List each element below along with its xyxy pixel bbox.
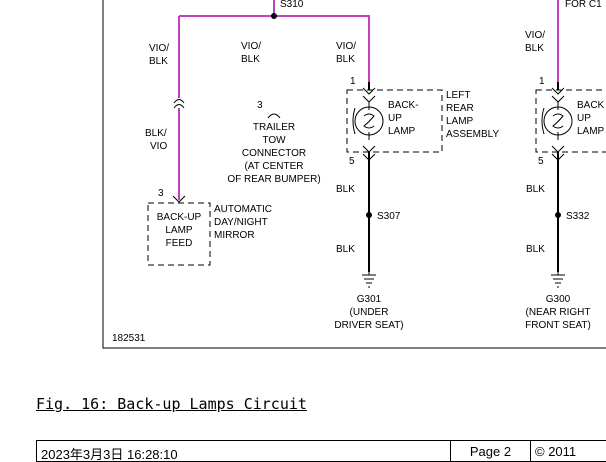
mirror-box-l3: FEED [166, 238, 193, 249]
left-lamp-box-l1: BACK- [388, 100, 419, 111]
right-lamp-pin-bottom: 5 [538, 156, 544, 167]
figure-caption: Fig. 16: Back-up Lamps Circuit [36, 395, 307, 413]
mirror-box-l1: BACK-UP [157, 212, 202, 223]
splice-s310-dot [271, 13, 277, 19]
trailer-label-l4: (AT CENTER [244, 161, 303, 172]
wire-vio-blk-3-l1: VIO/ [336, 41, 356, 52]
left-lamp-label-l4: ASSEMBLY [446, 129, 499, 140]
left-lamp-label-l2: REAR [446, 103, 474, 114]
footer-page-number: Page 2 [451, 441, 531, 461]
back-up-lamps-circuit-diagram: S310 FOR C1 VIO/ BLK VIO/ BLK VIO/ BLK V… [102, 0, 606, 349]
left-lamp-box-l3: LAMP [388, 126, 416, 137]
left-filament-icon [363, 102, 375, 140]
left-lamp-pin-bottom: 5 [349, 156, 355, 167]
trailer-label-l5: OF REAR BUMPER) [227, 174, 320, 185]
diagram-frame [102, 0, 606, 349]
for-c-partial-label: FOR C1 [565, 0, 602, 10]
connector-upper-chevron [173, 99, 185, 104]
trailer-label-l2: TOW [262, 135, 286, 146]
ground-g300-l3: FRONT SEAT) [525, 320, 591, 331]
wire-vio-blk-1-l1: VIO/ [149, 43, 169, 54]
mirror-dashed-box [147, 202, 211, 266]
left-lamp-label-l3: LAMP [446, 116, 474, 127]
ground-g300-l2: (NEAR RIGHT [526, 307, 591, 318]
wire-vio-blk-4-l2: BLK [525, 43, 544, 54]
ground-stems [368, 272, 559, 275]
vio-blk-top-bus [179, 15, 370, 82]
ground-g301-l3: DRIVER SEAT) [334, 320, 403, 331]
splice-s307-label: S307 [377, 211, 401, 222]
right-lamp-pin-top: 1 [539, 76, 545, 87]
right-lamp-reflector [541, 107, 545, 135]
splice-s307-dot [366, 212, 372, 218]
splice-s332-dot [555, 212, 561, 218]
ground-g300-l1: G300 [546, 294, 571, 305]
left-lamp-dashed-box [346, 89, 443, 153]
mirror-label-l1: AUTOMATIC [214, 204, 272, 215]
wire-vio-blk-2-l1: VIO/ [241, 41, 261, 52]
splice-s310-label: S310 [280, 0, 304, 10]
ground-g301-l1: G301 [357, 294, 382, 305]
wire-blk-left-upper: BLK [336, 184, 355, 195]
wire-vio-blk-3-l2: BLK [336, 54, 355, 65]
page-footer: 2023年3月3日 16:28:10 Page 2 © 2011 [36, 440, 606, 462]
mirror-label-l3: MIRROR [214, 230, 255, 241]
footer-copyright: © 2011 [535, 444, 577, 459]
right-lamp-box-l2: UP [577, 113, 591, 124]
diagram-id: 182531 [112, 333, 146, 344]
left-lamp-label-l1: LEFT [446, 90, 470, 101]
mirror-pin: 3 [158, 188, 164, 199]
ground-g301-l2: (UNDER [350, 307, 389, 318]
wire-blk-vio-l1: BLK/ [145, 128, 167, 139]
left-lamp-reflector [352, 107, 356, 135]
trailer-label-l1: TRAILER [253, 122, 295, 133]
ground-g301-icon [362, 274, 376, 288]
trailer-label-l3: CONNECTOR [242, 148, 306, 159]
wire-blk-vio-l2: VIO [150, 141, 167, 152]
right-filament-icon [552, 102, 564, 140]
left-lamp-pin-top: 1 [350, 76, 356, 87]
right-lamp-box-l1: BACK [577, 100, 605, 111]
left-lamp-box-l2: UP [388, 113, 402, 124]
right-lamp-dashed-box [535, 89, 606, 153]
mirror-label-l2: DAY/NIGHT [214, 217, 268, 228]
ground-g300-icon [551, 274, 565, 288]
wire-blk-left-lower: BLK [336, 244, 355, 255]
wire-blk-right-upper: BLK [526, 184, 545, 195]
trailer-connector-symbol [267, 113, 281, 119]
wire-vio-blk-2-l2: BLK [241, 54, 260, 65]
splice-s332-label: S332 [566, 211, 590, 222]
connector-lower-chevron [173, 104, 185, 109]
wire-vio-blk-1-l2: BLK [149, 56, 168, 67]
mirror-terminal [172, 195, 186, 203]
trailer-pin: 3 [257, 100, 263, 111]
right-lamp-box-l3: LAMP [577, 126, 605, 137]
mirror-box-l2: LAMP [165, 225, 193, 236]
footer-date: 2023年3月3日 16:28:10 [37, 441, 451, 461]
wire-vio-blk-4-l1: VIO/ [525, 30, 545, 41]
wire-blk-right-lower: BLK [526, 244, 545, 255]
